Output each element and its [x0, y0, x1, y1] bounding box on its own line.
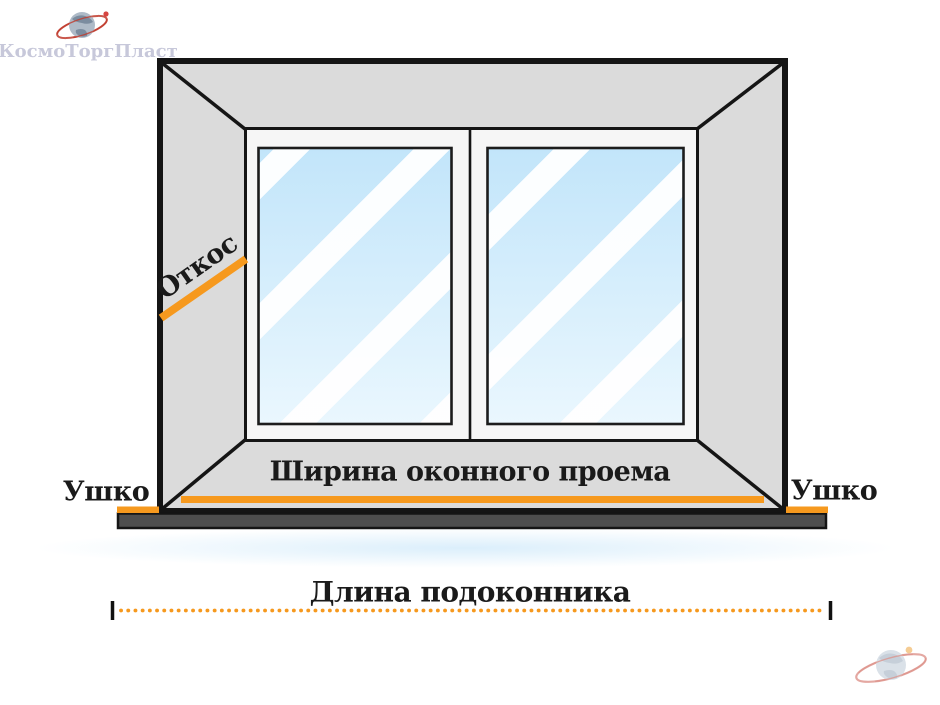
planet-ring-icon — [56, 11, 109, 40]
slope-edge-bottom-left — [160, 438, 247, 511]
glass-pane-left — [257, 146, 453, 426]
sill-length-label: Длина подоконника — [309, 575, 631, 609]
glass-pane-right — [486, 146, 685, 426]
glass-left-reflection — [258, 148, 452, 424]
windowsill-bar — [116, 512, 828, 530]
sill-length-dimension — [110, 601, 833, 620]
watermark-planet-icon — [855, 646, 927, 683]
ear-left-label: Ушко — [62, 476, 150, 508]
slope-edge-bottom-right — [695, 438, 785, 511]
brand-name: КосмоТоргПласт — [0, 41, 178, 62]
glass-right-border — [486, 146, 685, 426]
ear-mark-right — [786, 506, 828, 513]
brand-logo: КосмоТоргПласт — [0, 4, 178, 62]
watermark-globe — [876, 650, 906, 680]
watermark-spark-dot — [905, 646, 913, 654]
watermark-land-north — [879, 653, 903, 664]
slope-edge-top-left — [160, 61, 247, 131]
watermark-land-south — [883, 670, 898, 679]
floor-shadow-wash — [35, 528, 895, 568]
ring-spark-dot — [103, 11, 109, 17]
ear-right-label: Ушко — [790, 475, 878, 507]
planet-ring-front — [56, 15, 108, 39]
glass-right-reflection — [487, 148, 684, 424]
slope-measure-line — [158, 255, 249, 322]
slope-edge-top-right — [695, 61, 785, 131]
ear-mark-left — [117, 506, 159, 513]
glass-left-border — [257, 146, 453, 426]
opening-width-label: Ширина оконного проема — [269, 456, 671, 488]
